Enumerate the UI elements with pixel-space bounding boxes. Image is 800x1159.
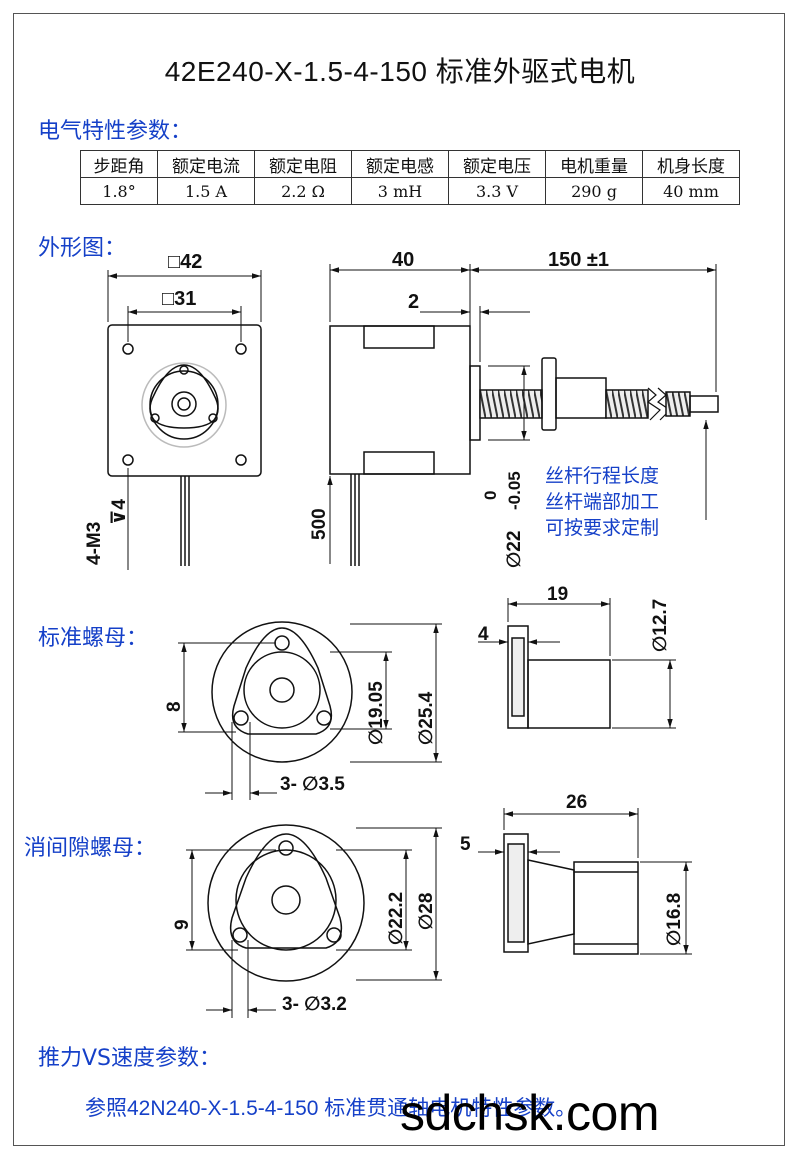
- spec-value: 40 mm: [642, 177, 740, 205]
- spec-value: 1.8°: [80, 177, 158, 205]
- section-electrical: 电气特性参数：: [38, 119, 193, 144]
- spec-value: 1.5 A: [157, 177, 255, 205]
- page-title: 42E240-X-1.5-4-150 标准外驱式电机: [164, 56, 636, 87]
- std-nut-front-dims: [178, 623, 442, 800]
- dim-ab-holes: 3- ∅3.2: [282, 994, 347, 1015]
- spec-value: 3.3 V: [448, 177, 546, 205]
- dim-hole-m3: 4-M3: [84, 522, 105, 565]
- motor-front-view: [107, 324, 262, 566]
- dim-std-d1905: ∅19.05: [366, 681, 387, 745]
- spec-value-row: 1.8° 1.5 A 2.2 Ω 3 mH 3.3 V 290 g 40 mm: [80, 177, 740, 205]
- std-nut-side: [507, 625, 611, 729]
- dim-tol-upper: 0: [481, 491, 500, 500]
- dim-std-l19: 19: [547, 584, 568, 605]
- ab-nut-front-dims: [186, 827, 442, 1018]
- section-outline: 外形图：: [38, 236, 127, 261]
- note-line: 可按要求定制: [545, 517, 660, 539]
- spec-header: 步距角: [80, 150, 158, 178]
- dim-ab-d28: ∅28: [416, 893, 437, 930]
- dim-std-d254: ∅25.4: [416, 691, 437, 745]
- dim-ab-d168: ∅16.8: [664, 893, 685, 946]
- ab-nut-side: [503, 833, 639, 955]
- watermark: sdchsk.com: [400, 1085, 659, 1141]
- dim-ab-l5: 5: [460, 834, 471, 855]
- dim-std-l4: 4: [478, 624, 489, 645]
- dim-std-d127: ∅12.7: [650, 599, 671, 652]
- dim-std-h8: 8: [164, 701, 185, 712]
- section-anti-backlash-nut: 消间隙螺母：: [24, 836, 157, 861]
- dim-ab-l26: 26: [566, 792, 587, 813]
- dim-ab-d222: ∅22.2: [386, 892, 407, 945]
- dim-length-2: 2: [408, 291, 419, 313]
- dim-ab-h9: 9: [172, 919, 193, 930]
- motor-side-view: [329, 325, 719, 566]
- screw-custom-note: 丝杆行程长度 丝杆端部加工 可按要求定制: [545, 463, 659, 541]
- dim-sq31: □31: [162, 288, 196, 310]
- dim-length-40: 40: [392, 249, 414, 271]
- spec-header-row: 步距角 额定电流 额定电阻 额定电感 额定电压 电机重量 机身长度: [80, 150, 740, 178]
- spec-value: 290 g: [545, 177, 643, 205]
- spec-value: 3 mH: [351, 177, 449, 205]
- page-frame: [13, 13, 785, 1146]
- ab-nut-side-dims: [478, 808, 692, 955]
- note-line: 丝杆行程长度: [545, 465, 660, 487]
- section-thrust-speed: 推力VS速度参数：: [38, 1046, 222, 1071]
- dim-sq42: □42: [168, 251, 202, 273]
- front-dims: [107, 270, 262, 570]
- dim-lead-500: 500: [309, 508, 330, 540]
- side-dims: [327, 264, 717, 564]
- dim-std-holes: 3- ∅3.5: [280, 774, 345, 795]
- ab-nut-front: [207, 824, 365, 982]
- section-std-nut: 标准螺母：: [38, 626, 149, 651]
- dim-dia-22: ∅22: [504, 531, 525, 568]
- spec-table: 步距角 额定电流 额定电阻 额定电感 额定电压 电机重量 机身长度 1.8° 1…: [80, 150, 740, 205]
- dim-tol-lower: -0.05: [505, 471, 524, 510]
- spec-header: 机身长度: [642, 150, 740, 178]
- spec-value: 2.2 Ω: [254, 177, 352, 205]
- dim-depth: ⊽4: [109, 499, 130, 525]
- note-line: 丝杆端部加工: [545, 491, 660, 513]
- std-nut-side-dims: [478, 598, 676, 729]
- spec-header: 额定电压: [448, 150, 546, 178]
- footer-note: 参照42N240-X-1.5-4-150 标准贯通轴电机特性参数。: [85, 1097, 577, 1120]
- dim-length-150: 150 ±1: [548, 249, 609, 271]
